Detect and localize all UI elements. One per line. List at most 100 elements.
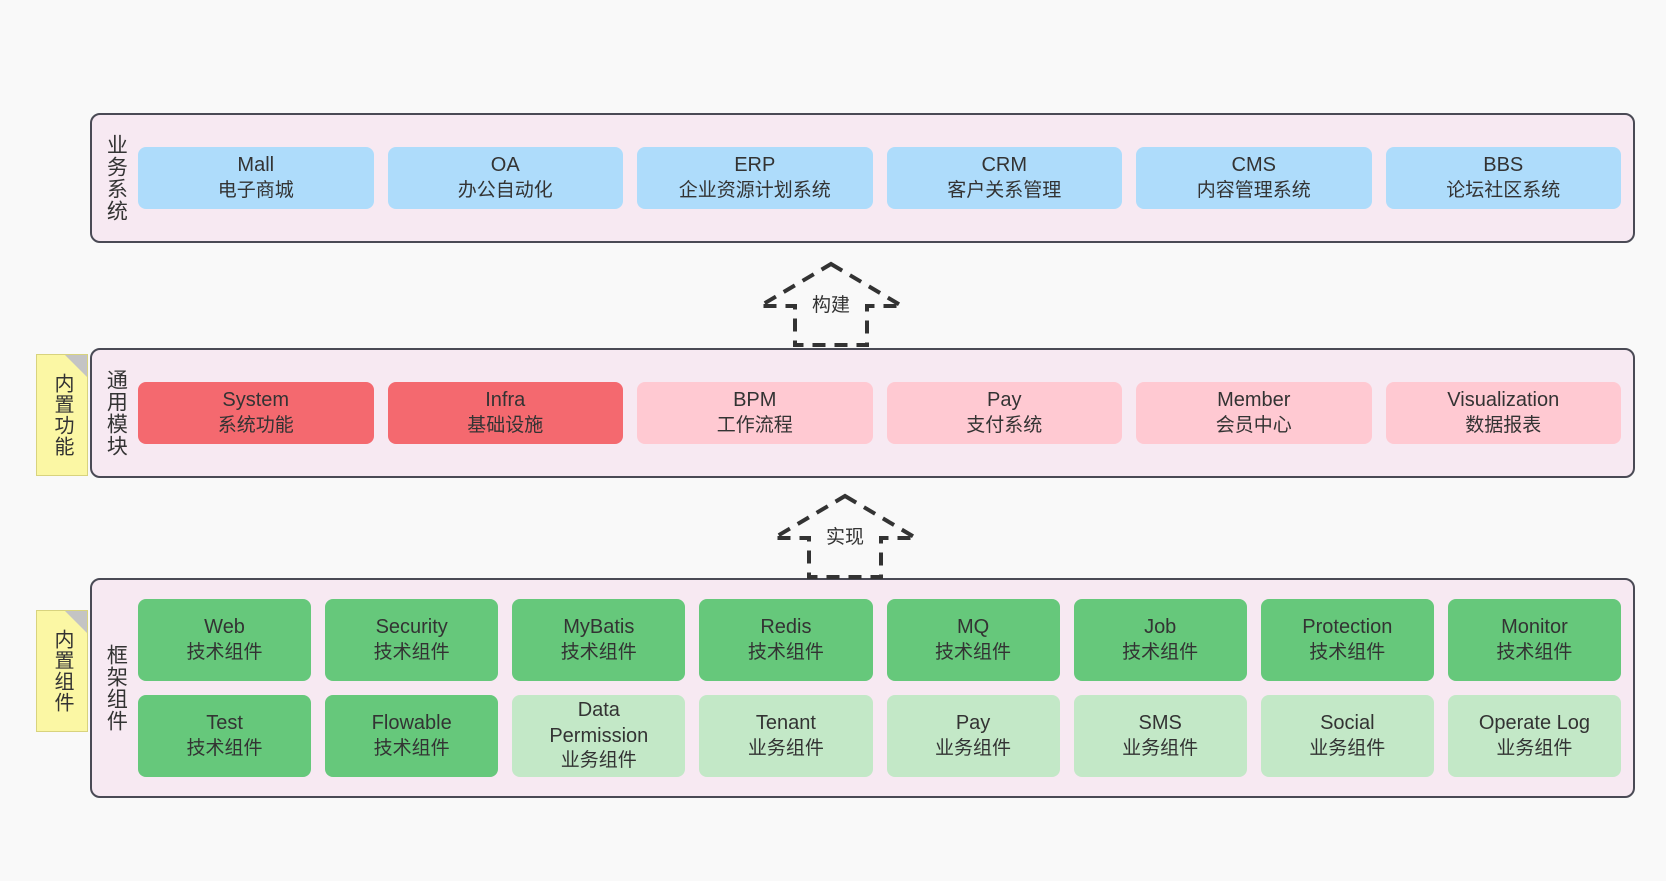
card-pay-component-en: Pay xyxy=(955,712,991,735)
card-member[interactable]: Member 会员中心 xyxy=(1136,382,1372,444)
layer-common-modules-title: 通用模块 xyxy=(104,369,128,457)
card-cms-en: CMS xyxy=(1231,154,1276,177)
card-cms-cn: 内容管理系统 xyxy=(1196,179,1311,201)
card-social-en: Social xyxy=(1320,712,1375,735)
card-mybatis[interactable]: MyBatis 技术组件 xyxy=(512,599,686,681)
card-oa[interactable]: OA 办公自动化 xyxy=(387,147,623,209)
card-web-en: Web xyxy=(204,616,245,639)
card-redis[interactable]: Redis 技术组件 xyxy=(699,599,873,681)
card-web-cn: 技术组件 xyxy=(186,641,263,663)
card-infra-cn: 基础设施 xyxy=(467,414,544,436)
card-social[interactable]: Social 业务组件 xyxy=(1260,695,1434,777)
card-sms-cn: 业务组件 xyxy=(1122,737,1199,759)
layer-business-systems: 业务系统 Mall 电子商城 OA 办公自动化 ERP 企业资源计划系统 CRM… xyxy=(90,113,1635,243)
card-redis-cn: 技术组件 xyxy=(747,641,824,663)
card-member-cn: 会员中心 xyxy=(1215,414,1292,436)
card-mq[interactable]: MQ 技术组件 xyxy=(886,599,1060,681)
card-pay-component[interactable]: Pay 业务组件 xyxy=(886,695,1060,777)
card-operate-log[interactable]: Operate Log 业务组件 xyxy=(1447,695,1621,777)
card-visualization[interactable]: Visualization 数据报表 xyxy=(1385,382,1621,444)
card-system-cn: 系统功能 xyxy=(217,414,294,436)
card-pay-module-cn: 支付系统 xyxy=(966,414,1043,436)
card-job-cn: 技术组件 xyxy=(1122,641,1199,663)
card-protection-cn: 技术组件 xyxy=(1309,641,1386,663)
card-data-permission[interactable]: Data Permission 业务组件 xyxy=(512,695,686,777)
card-crm-cn: 客户关系管理 xyxy=(947,179,1062,201)
arrow-implement-label: 实现 xyxy=(825,527,865,548)
layer-common-modules-body: System 系统功能 Infra 基础设施 BPM 工作流程 Pay 支付系统… xyxy=(138,350,1633,476)
card-security-en: Security xyxy=(375,616,448,639)
note-fold-icon xyxy=(65,355,87,377)
card-protection[interactable]: Protection 技术组件 xyxy=(1260,599,1434,681)
card-job[interactable]: Job 技术组件 xyxy=(1073,599,1247,681)
card-bbs-en: BBS xyxy=(1483,154,1524,177)
card-test[interactable]: Test 技术组件 xyxy=(138,695,312,777)
card-data-permission-cn: 业务组件 xyxy=(560,750,637,772)
card-infra[interactable]: Infra 基础设施 xyxy=(387,382,623,444)
arrow-build-icon xyxy=(752,261,910,347)
card-visualization-en: Visualization xyxy=(1447,389,1560,412)
card-erp-en: ERP xyxy=(734,154,776,177)
card-cms[interactable]: CMS 内容管理系统 xyxy=(1136,147,1372,209)
card-security[interactable]: Security 技术组件 xyxy=(325,599,499,681)
layer-common-modules: 通用模块 System 系统功能 Infra 基础设施 BPM 工作流程 Pay… xyxy=(90,348,1635,478)
note-builtin-features-label: 内置功能 xyxy=(51,373,73,457)
card-test-en: Test xyxy=(206,712,243,735)
card-pay-component-cn: 业务组件 xyxy=(935,737,1012,759)
framework-row-tech: Web 技术组件 Security 技术组件 MyBatis 技术组件 Redi… xyxy=(138,599,1621,681)
card-monitor[interactable]: Monitor 技术组件 xyxy=(1447,599,1621,681)
card-bpm-cn: 工作流程 xyxy=(716,414,793,436)
card-member-en: Member xyxy=(1217,389,1291,412)
card-operate-log-en: Operate Log xyxy=(1478,712,1591,735)
card-pay-module-en: Pay xyxy=(987,389,1022,412)
card-flowable-en: Flowable xyxy=(371,712,452,735)
card-bpm[interactable]: BPM 工作流程 xyxy=(637,382,873,444)
layer-business-systems-body: Mall 电子商城 OA 办公自动化 ERP 企业资源计划系统 CRM 客户关系… xyxy=(138,115,1633,241)
note-fold-icon xyxy=(65,611,87,633)
card-protection-en: Protection xyxy=(1302,616,1393,639)
card-tenant-en: Tenant xyxy=(755,712,816,735)
card-mall-cn: 电子商城 xyxy=(217,179,294,201)
card-oa-cn: 办公自动化 xyxy=(457,179,553,201)
card-data-permission-en: Data Permission xyxy=(549,699,649,747)
card-sms[interactable]: SMS 业务组件 xyxy=(1073,695,1247,777)
common-modules-row: System 系统功能 Infra 基础设施 BPM 工作流程 Pay 支付系统… xyxy=(138,382,1621,444)
arrow-implement: 实现 xyxy=(766,492,924,580)
layer-framework-components-body: Web 技术组件 Security 技术组件 MyBatis 技术组件 Redi… xyxy=(138,580,1633,796)
card-system-en: System xyxy=(222,389,290,412)
note-builtin-components-label: 内置组件 xyxy=(51,629,73,713)
card-erp-cn: 企业资源计划系统 xyxy=(678,179,831,201)
card-erp[interactable]: ERP 企业资源计划系统 xyxy=(637,147,873,209)
arrow-implement-icon xyxy=(766,493,924,579)
card-mybatis-en: MyBatis xyxy=(563,616,635,639)
card-flowable[interactable]: Flowable 技术组件 xyxy=(325,695,499,777)
note-builtin-components: 内置组件 xyxy=(36,610,88,732)
card-crm[interactable]: CRM 客户关系管理 xyxy=(886,147,1122,209)
note-builtin-features: 内置功能 xyxy=(36,354,88,476)
arrow-build-label: 构建 xyxy=(811,295,851,316)
card-mq-cn: 技术组件 xyxy=(935,641,1012,663)
card-bbs[interactable]: BBS 论坛社区系统 xyxy=(1385,147,1621,209)
card-system[interactable]: System 系统功能 xyxy=(138,382,374,444)
card-tenant-cn: 业务组件 xyxy=(747,737,824,759)
card-mall-en: Mall xyxy=(237,154,275,177)
card-monitor-cn: 技术组件 xyxy=(1496,641,1573,663)
card-sms-en: SMS xyxy=(1138,712,1182,735)
card-social-cn: 业务组件 xyxy=(1309,737,1386,759)
card-mall[interactable]: Mall 电子商城 xyxy=(138,147,374,209)
card-infra-en: Infra xyxy=(485,389,526,412)
card-mq-en: MQ xyxy=(956,616,990,639)
layer-framework-components-title: 框架组件 xyxy=(104,644,128,732)
card-pay-module[interactable]: Pay 支付系统 xyxy=(886,382,1122,444)
card-bbs-cn: 论坛社区系统 xyxy=(1446,179,1561,201)
card-monitor-en: Monitor xyxy=(1501,616,1568,639)
card-tenant[interactable]: Tenant 业务组件 xyxy=(699,695,873,777)
card-oa-en: OA xyxy=(490,154,520,177)
card-security-cn: 技术组件 xyxy=(373,641,450,663)
card-redis-en: Redis xyxy=(760,616,812,639)
card-mybatis-cn: 技术组件 xyxy=(560,641,637,663)
arrow-build: 构建 xyxy=(752,260,910,348)
card-web[interactable]: Web 技术组件 xyxy=(138,599,312,681)
card-visualization-cn: 数据报表 xyxy=(1465,414,1542,436)
card-operate-log-cn: 业务组件 xyxy=(1496,737,1573,759)
